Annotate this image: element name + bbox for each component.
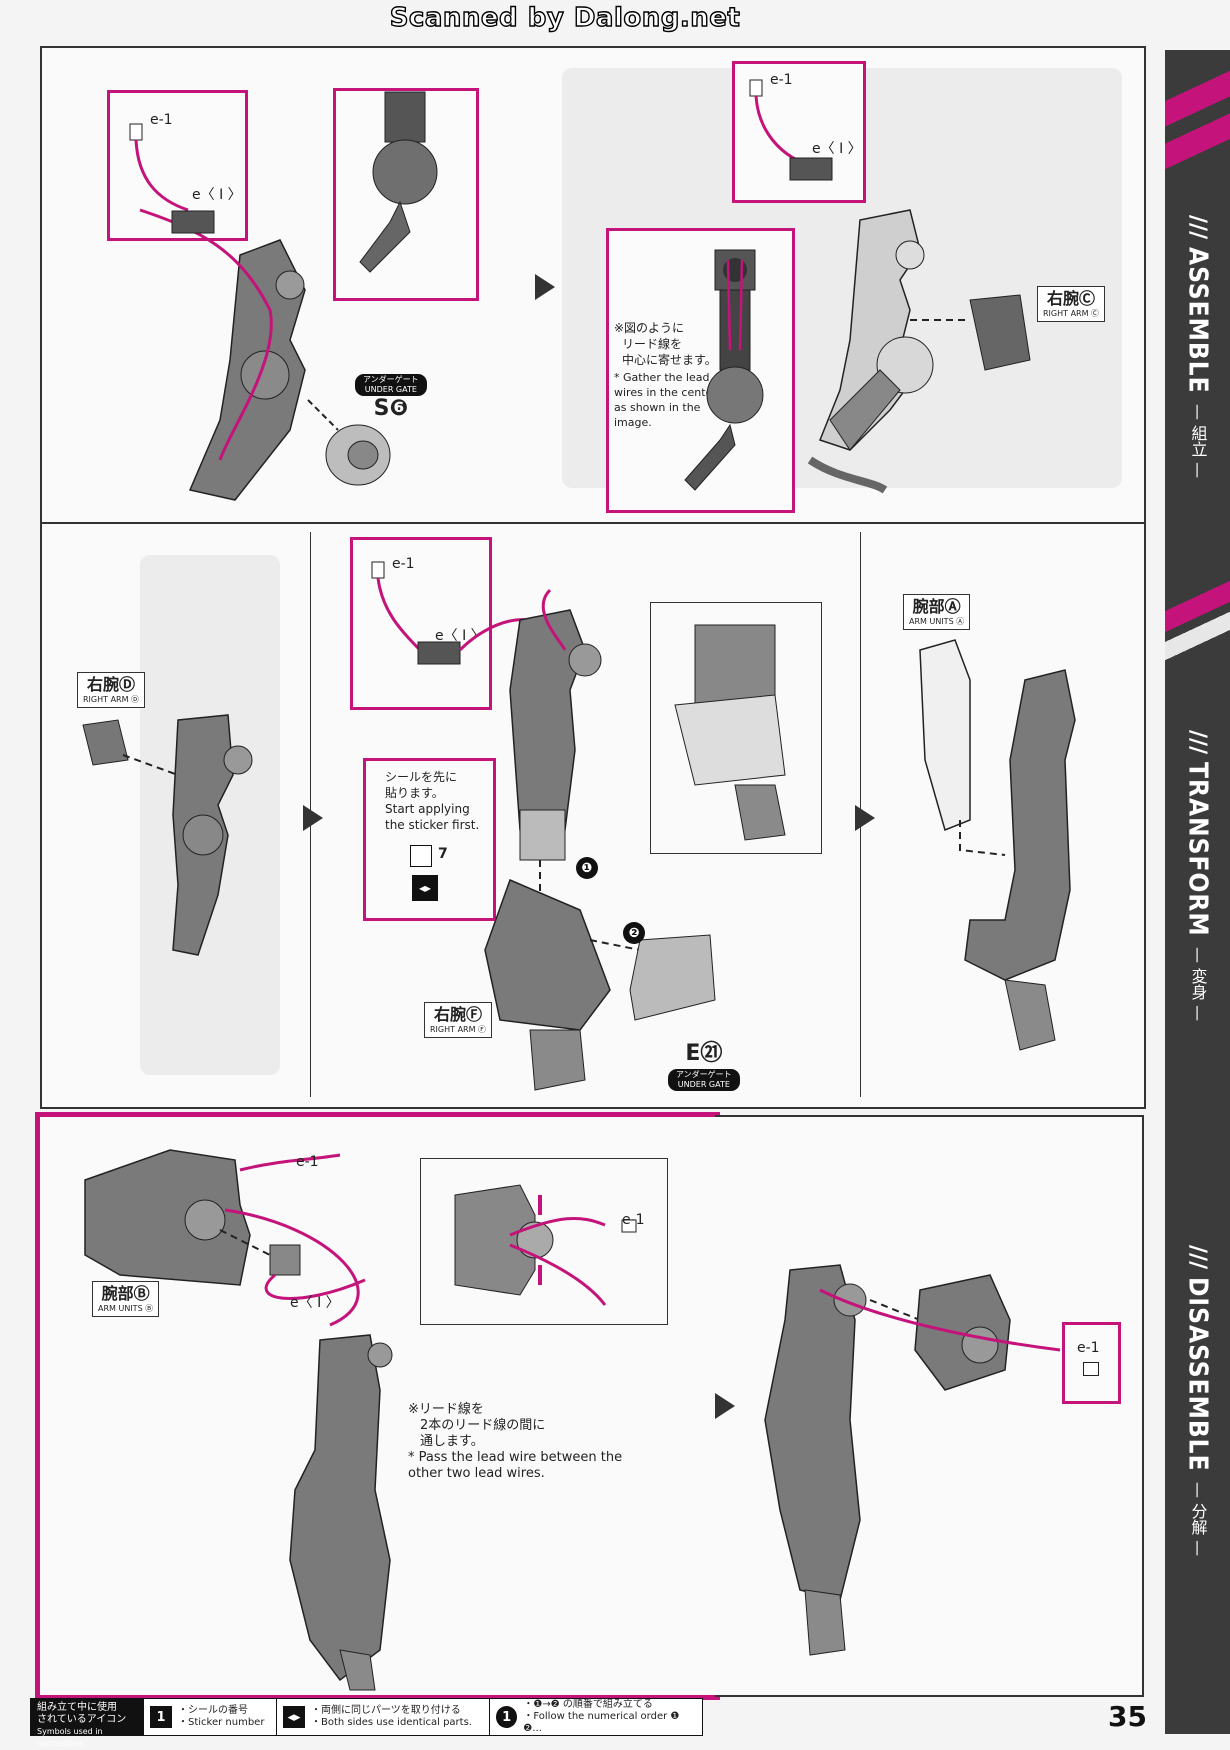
legend-both-sides: ◂▸ ・両側に同じパーツを取り付ける・Both sides use identi… bbox=[276, 1699, 489, 1735]
wire-connector-e1 bbox=[1083, 1362, 1099, 1376]
assembled-arm-illustration bbox=[764, 1264, 1061, 1656]
legend-step-order: 1 ・❶→❷ の順番で組み立てる・Follow the numerical or… bbox=[489, 1699, 702, 1735]
wire-label-e1: e-1 bbox=[622, 1212, 645, 1228]
icon-legend: 組み立て中に使用 されているアイコン Symbols used in instr… bbox=[30, 1698, 703, 1748]
step-divider bbox=[310, 532, 311, 1097]
wire-label-eI: e〈 I 〉 bbox=[290, 1295, 340, 1311]
sidebar-section-transform: /// TRANSFORM — 変身 — bbox=[1182, 730, 1213, 1021]
joint-part-illustration bbox=[359, 91, 438, 273]
part-label-right-arm-c: 右腕Ⓒ RIGHT ARM Ⓒ bbox=[1037, 286, 1106, 322]
arm-assembly-illustration bbox=[807, 209, 1031, 494]
sticker-number-icon bbox=[410, 845, 432, 867]
wire-connector-e1 bbox=[749, 79, 833, 181]
sidebar-section-assemble: /// ASSEMBLE — 組立 — bbox=[1182, 215, 1213, 478]
arm-cover-illustration bbox=[84, 1149, 360, 1327]
next-step-arrow bbox=[855, 805, 875, 831]
lead-wire-detail-box bbox=[350, 537, 492, 710]
arm-unit-illustration bbox=[919, 639, 1076, 1051]
round-part-s6 bbox=[307, 399, 391, 486]
arm-assembly-illustration bbox=[139, 208, 306, 501]
arm-unit-illustration bbox=[289, 1334, 393, 1691]
wire-path-detail bbox=[454, 1184, 637, 1306]
sticker-number: 7 bbox=[438, 846, 448, 862]
next-step-arrow bbox=[535, 274, 555, 300]
step-number-1: ❶ bbox=[576, 857, 598, 879]
gather-wire-note: ※図のように リード線を 中心に寄せます。 * Gather the lead … bbox=[614, 321, 721, 429]
step-order-icon: 1 bbox=[496, 1706, 518, 1728]
step-number-2: ❷ bbox=[623, 922, 645, 944]
step-divider bbox=[860, 532, 861, 1097]
sidebar-section-disassemble: /// DISASSEMBLE — 分解 — bbox=[1182, 1245, 1213, 1556]
pass-wire-note: ※リード線を 2本のリード線の間に 通します。 * Pass the lead … bbox=[408, 1402, 623, 1481]
sidebar-stripe-2 bbox=[1165, 555, 1230, 665]
wire-label-e1: e-1 bbox=[770, 72, 793, 88]
wire-connector-eI bbox=[264, 1244, 366, 1300]
next-step-arrow bbox=[715, 1393, 735, 1419]
part-code: S❻ bbox=[373, 396, 409, 421]
slash-icon: /// bbox=[1185, 730, 1210, 755]
sticker-note: シールを先に 貼ります。 Start applying the sticker … bbox=[385, 770, 480, 832]
section-sidebar: /// ASSEMBLE — 組立 — /// TRANSFORM — 変身 —… bbox=[1165, 50, 1230, 1734]
sidebar-stripe-1 bbox=[1165, 50, 1230, 190]
arm-assembly-illustration bbox=[484, 588, 716, 1091]
wire-connector-eI bbox=[171, 210, 215, 234]
wire-label-e1: e-1 bbox=[392, 556, 415, 572]
next-step-arrow bbox=[303, 805, 323, 831]
wire-label-e1: e-1 bbox=[296, 1154, 319, 1170]
arm-assembly-illustration bbox=[82, 714, 253, 956]
wire-label-e1: e-1 bbox=[150, 112, 173, 128]
part-code: E㉑ bbox=[685, 1041, 723, 1066]
both-sides-icon: ◂▸ bbox=[412, 875, 438, 901]
slash-icon: /// bbox=[1185, 215, 1210, 240]
wire-label-eI: e〈 I 〉 bbox=[192, 187, 242, 203]
scan-credit: Scanned by Dalong.net bbox=[389, 2, 741, 33]
wire-label-eI: e〈 I 〉 bbox=[812, 141, 862, 157]
part-label-right-arm-f: 右腕Ⓕ RIGHT ARM Ⓕ bbox=[424, 1002, 493, 1038]
part-label-right-arm-d: 右腕Ⓓ RIGHT ARM Ⓓ bbox=[77, 672, 146, 708]
legend-title: 組み立て中に使用 されているアイコン Symbols used in instr… bbox=[31, 1699, 143, 1748]
detail-zoom-illustration bbox=[674, 624, 786, 841]
legend-sticker-number: 1 ・シールの番号・Sticker number bbox=[143, 1699, 276, 1735]
wire-connector-e1 bbox=[129, 123, 189, 212]
part-label-arm-units-b: 腕部Ⓑ ARM UNITS Ⓑ bbox=[92, 1281, 160, 1317]
wire-connector-e1 bbox=[371, 561, 552, 665]
wire-label-e1: e-1 bbox=[1077, 1340, 1100, 1356]
part-label-arm-units-a: 腕部Ⓐ ARM UNITS Ⓐ bbox=[903, 594, 971, 630]
slash-icon: /// bbox=[1185, 1245, 1210, 1270]
sticker-number-icon: 1 bbox=[150, 1706, 172, 1728]
wire-gather-illustration bbox=[684, 249, 764, 491]
both-sides-icon: ◂▸ bbox=[283, 1706, 305, 1728]
page-number: 35 bbox=[1108, 1700, 1147, 1733]
